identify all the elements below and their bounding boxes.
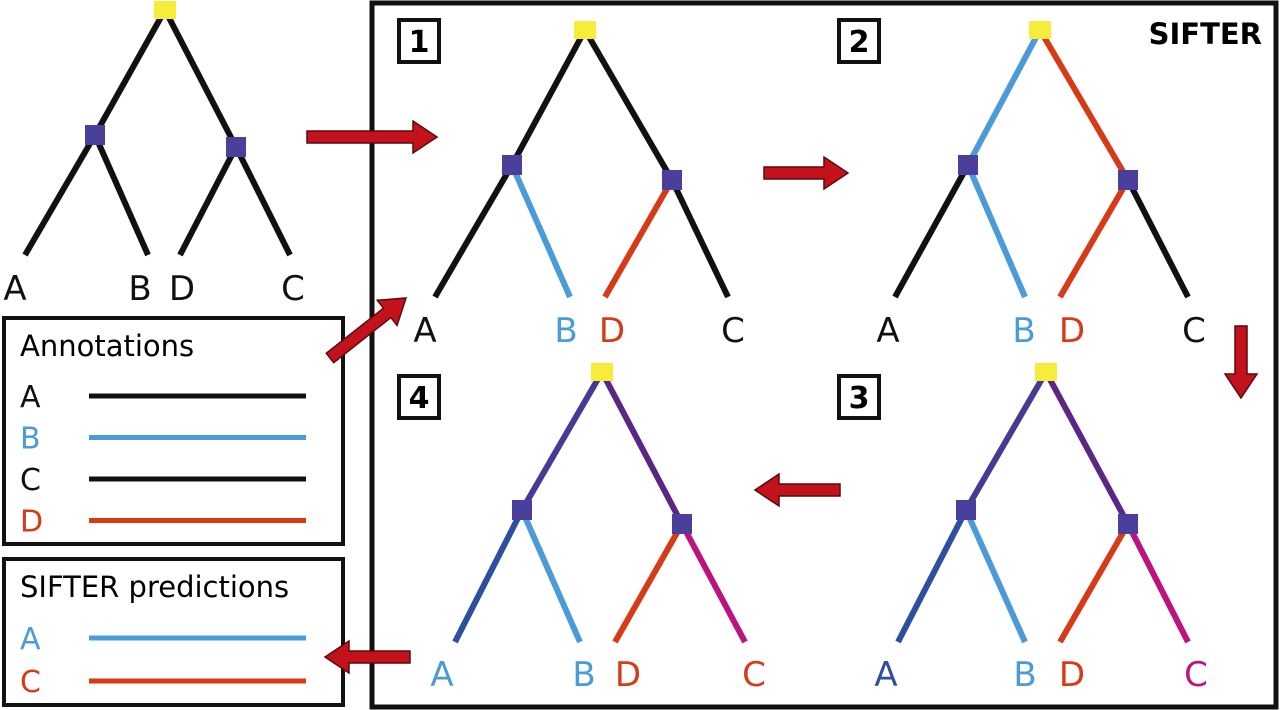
root-node: [1029, 21, 1051, 39]
leaf-label-a: A: [876, 311, 899, 351]
edge-right-c: [669, 178, 731, 299]
leaf-label-c: C: [1182, 311, 1206, 351]
internal-node: [1118, 514, 1138, 534]
leaf-label-c: C: [742, 655, 766, 695]
edge-left-a: [892, 163, 971, 299]
leaf-label-b: B: [1013, 655, 1036, 695]
leaf-label-b: B: [572, 655, 595, 695]
leaf-label-c: C: [1184, 655, 1208, 695]
edge-root-left: [509, 28, 588, 167]
edge-right-d: [602, 178, 675, 299]
edge-left-a: [432, 163, 515, 299]
edge-left-b: [519, 508, 583, 644]
edge-right-c: [679, 522, 748, 644]
sifter-frame: [369, 0, 1279, 710]
arrow-diagonal-icon: [325, 297, 408, 364]
arrow-right-icon: [306, 119, 439, 155]
leaf-label-a: A: [3, 269, 26, 309]
root-node: [1035, 363, 1057, 381]
arrow-left-icon: [753, 472, 841, 508]
edge-right-d: [1057, 522, 1131, 644]
edge-root-right: [599, 370, 685, 526]
edge-root-right: [1043, 370, 1131, 526]
edge-root-right: [582, 28, 675, 182]
internal-node: [672, 514, 692, 534]
edge-root-left: [965, 28, 1043, 167]
arrow-down-icon: [1223, 325, 1259, 400]
legend-label: B: [20, 422, 41, 457]
step-2-box: 2: [837, 18, 881, 64]
legend-label: C: [20, 665, 41, 700]
internal-node: [956, 500, 976, 520]
internal-node: [662, 170, 682, 190]
leaf-label-a: A: [430, 655, 453, 695]
edge-right-c: [1125, 178, 1191, 299]
leaf-label-b: B: [128, 269, 151, 309]
edge-right-d: [612, 522, 685, 644]
leaf-label-c: C: [721, 311, 745, 351]
leaf-label-d: D: [1059, 311, 1085, 351]
predictions-title: SIFTER predictions: [20, 570, 289, 604]
edge-right-d: [1057, 178, 1131, 299]
legend-label: C: [20, 463, 41, 498]
internal-node: [226, 137, 246, 157]
edge-left-b: [509, 163, 573, 299]
step-1-box: 1: [397, 18, 441, 64]
internal-node: [85, 125, 105, 145]
internal-node: [958, 155, 978, 175]
leaf-label-d: D: [599, 311, 625, 351]
edge-right-d: [177, 145, 239, 257]
sifter-title: SIFTER: [1149, 17, 1262, 51]
leaf-label-d: D: [169, 269, 195, 309]
leaf-label-a: A: [874, 655, 897, 695]
edge-left-a: [452, 508, 525, 644]
arrow-right-icon: [763, 155, 850, 191]
step-2-label: 2: [849, 25, 870, 60]
internal-node: [1118, 170, 1138, 190]
arrow-left-icon: [323, 639, 411, 675]
edge-left-b: [965, 163, 1028, 299]
leaf-label-b: B: [1012, 311, 1035, 351]
edge-root-left: [92, 8, 168, 137]
edge-root-right: [162, 8, 239, 149]
edge-left-b: [92, 133, 151, 257]
leaf-label-d: D: [615, 655, 641, 695]
edge-left-b: [963, 508, 1028, 644]
leaf-label-b: B: [554, 311, 577, 351]
root-node: [154, 1, 176, 19]
legend-label: A: [20, 622, 41, 657]
legend-label: D: [20, 505, 43, 540]
predictions-legend: SIFTER predictions AC: [2, 557, 345, 707]
leaf-label-d: D: [1059, 655, 1085, 695]
edge-right-c: [233, 145, 293, 257]
edge-root-left: [963, 370, 1049, 512]
step-1-label: 1: [409, 25, 430, 60]
edge-root-left: [519, 370, 605, 512]
step-3-label: 3: [849, 381, 870, 416]
leaf-label-a: A: [413, 311, 436, 351]
root-node: [574, 21, 596, 39]
edge-left-a: [895, 508, 969, 644]
edge-root-right: [1037, 28, 1131, 182]
step-4-box: 4: [397, 374, 441, 420]
internal-node: [512, 500, 532, 520]
step-3-box: 3: [837, 374, 881, 420]
root-node: [591, 363, 613, 381]
legend-label: A: [20, 380, 41, 415]
step-4-label: 4: [409, 381, 430, 416]
internal-node: [502, 155, 522, 175]
annotations-title: Annotations: [20, 329, 194, 363]
leaf-label-c: C: [281, 269, 305, 309]
edge-right-c: [1125, 522, 1191, 644]
edge-left-a: [22, 133, 98, 257]
